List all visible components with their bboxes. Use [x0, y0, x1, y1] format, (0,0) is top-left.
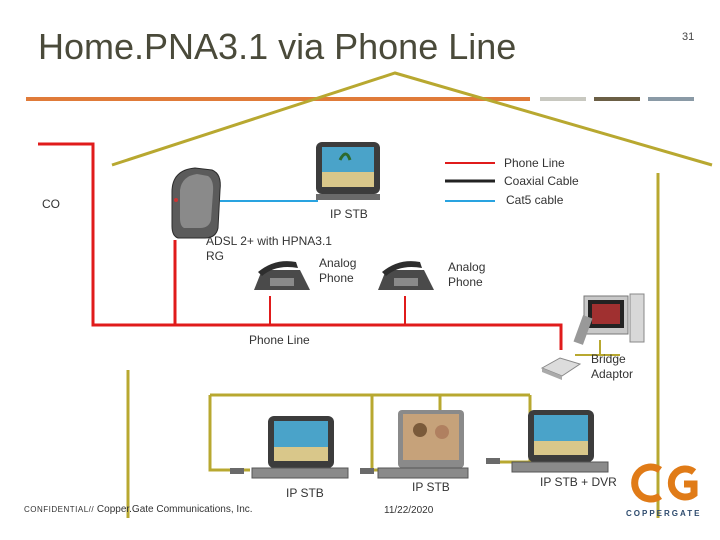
legend-coax-label: Coaxial Cable [504, 174, 579, 188]
header-bar-slate [648, 97, 694, 101]
footer-confidential: CONFIDENTIAL// [24, 505, 95, 514]
analog-phone-2-label: Analog Phone [448, 260, 485, 290]
header-bar-orange [26, 97, 530, 101]
rg-label-line2: RG [206, 249, 224, 263]
ip-stb-dvr-label: IP STB + DVR [540, 475, 617, 489]
co-label: CO [42, 197, 60, 211]
page-number: 31 [682, 31, 695, 43]
header-bar-grey [540, 97, 586, 101]
analog-phone-2-label-line1: Analog [448, 260, 486, 274]
coax-stb-left [208, 395, 250, 472]
analog-phone-2-label-line2: Phone [448, 275, 483, 289]
bridge-adaptor-label: Bridge Adaptor [591, 352, 633, 382]
ip-stb-left-label: IP STB [286, 486, 324, 500]
house-roof [111, 71, 713, 167]
pc-icon [573, 293, 645, 345]
ip-stb-top-label: IP STB [330, 207, 368, 221]
rg-label: ADSL 2+ with HPNA3.1 RG [206, 234, 332, 264]
phone-line-main [38, 142, 563, 350]
legend-phone-line-label: Phone Line [504, 156, 565, 170]
coax-stb-dvr [500, 395, 532, 464]
analog-phone-2-icon [378, 261, 434, 290]
bridge-adaptor-icon [540, 357, 582, 380]
analog-phone-1-label: Analog Phone [319, 256, 356, 286]
ip-stb-mid-label: IP STB [412, 480, 450, 494]
phone-line-label: Phone Line [249, 333, 310, 347]
footer-company-name: Copper.Gate Communications, Inc. [96, 504, 253, 515]
tv-dvr-icon [486, 410, 609, 473]
page-title: Home.PNA3.1 via Phone Line [38, 26, 517, 67]
header-bar-brown [594, 97, 640, 101]
legend-cat5-label: Cat5 cable [506, 193, 564, 207]
rg-label-line1: ADSL 2+ with HPNA3.1 [206, 234, 332, 248]
footer-company: CONFIDENTIAL// Copper.Gate Communication… [24, 504, 253, 515]
logo-text: COPPERGATE [626, 509, 702, 518]
footer-date: 11/22/2020 [384, 505, 434, 516]
analog-phone-1-icon [254, 261, 310, 290]
tv-top-icon [316, 142, 380, 200]
bridge-adaptor-label-line1: Bridge [591, 352, 626, 366]
rg-gateway-icon [171, 167, 221, 239]
bridge-adaptor-label-line2: Adaptor [591, 367, 634, 381]
analog-phone-1-label-line2: Phone [319, 271, 354, 285]
analog-phone-1-label-line1: Analog [319, 256, 357, 270]
tv-left-icon [230, 416, 349, 479]
coax-stb-mid [370, 395, 400, 472]
coppergate-logo-icon [631, 463, 698, 503]
tv-mid-icon [360, 410, 469, 479]
